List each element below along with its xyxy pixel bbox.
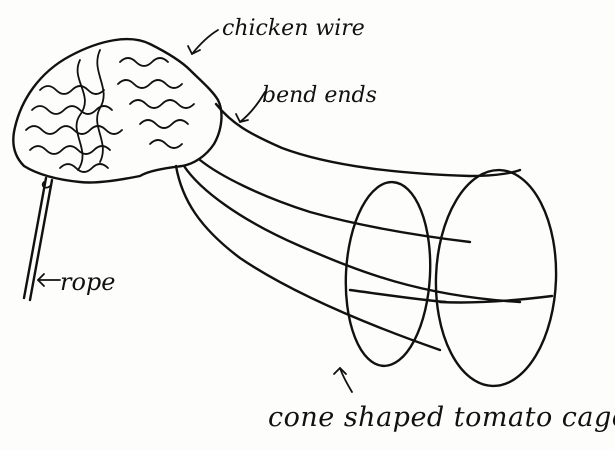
chicken-wire-bundle bbox=[13, 39, 221, 182]
label-chicken-wire: chicken wire bbox=[222, 18, 365, 40]
cone-cage bbox=[176, 104, 560, 388]
label-rope: rope bbox=[60, 270, 116, 294]
label-bend-ends: bend ends bbox=[262, 85, 377, 107]
label-cone-cage: cone shaped tomato cage bbox=[268, 404, 615, 431]
rope bbox=[24, 178, 52, 300]
